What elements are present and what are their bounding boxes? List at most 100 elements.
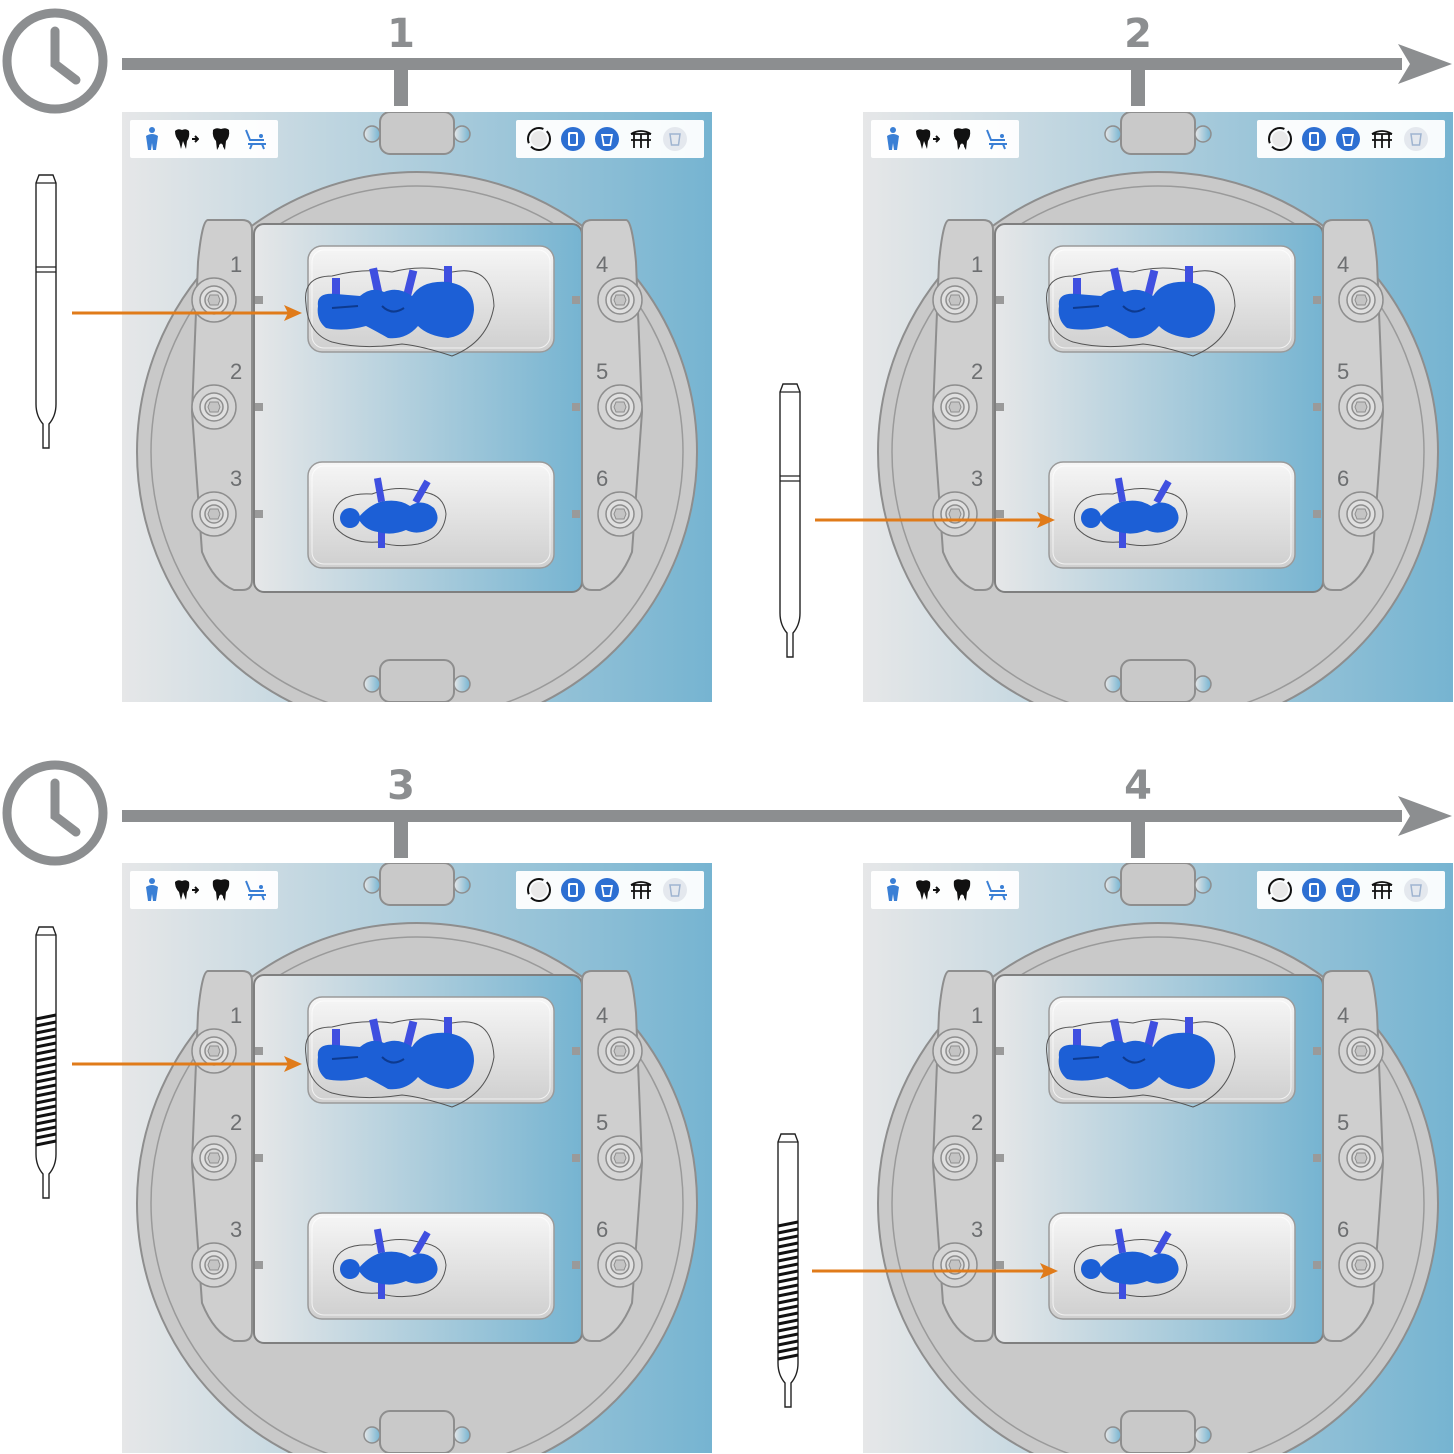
tooth-arrow-icon[interactable] [173, 126, 199, 152]
crown-blue-icon[interactable] [1301, 877, 1327, 903]
slot-label-right: 4 [596, 252, 609, 277]
slot-label-left: 1 [230, 1003, 243, 1028]
clamp-screw-right [597, 384, 643, 430]
ring-icon[interactable] [526, 877, 552, 903]
crown-faded-icon[interactable] [662, 877, 688, 903]
crown-outline-icon[interactable] [1335, 126, 1361, 152]
timeline-tick [394, 812, 408, 858]
timeline-row-2: 3 4 [0, 752, 1454, 892]
workpiece-block-bottom [307, 461, 555, 569]
slot-label-left: 3 [230, 1217, 243, 1242]
slot-label-left: 2 [230, 359, 243, 384]
slot-label-left: 1 [971, 252, 984, 277]
slot-label-right: 5 [1337, 359, 1350, 384]
clamp-screw-left [932, 277, 978, 323]
view-toolbar [130, 871, 278, 909]
crown-outline-icon[interactable] [1335, 877, 1361, 903]
tooth-arrow-icon[interactable] [173, 877, 199, 903]
workpiece-block-top [1046, 996, 1296, 1108]
timeline-tick [1131, 60, 1145, 106]
chair-icon[interactable] [242, 126, 268, 152]
ring-icon[interactable] [1267, 877, 1293, 903]
clamp-screw-left [191, 1242, 237, 1288]
crown-outline-icon[interactable] [594, 126, 620, 152]
view-toolbar [871, 871, 1019, 909]
slot-label-right: 4 [596, 1003, 609, 1028]
step-number: 3 [387, 763, 415, 809]
clamp-screw-left [932, 1028, 978, 1074]
crown-blue-icon[interactable] [560, 877, 586, 903]
clock-icon [2, 760, 108, 866]
chair-icon[interactable] [242, 877, 268, 903]
slot-label-right: 4 [1337, 252, 1350, 277]
clamp-screw-left [932, 1242, 978, 1288]
slot-label-left: 1 [230, 252, 243, 277]
bridge-icon[interactable] [1369, 126, 1395, 152]
tooth-root-icon[interactable] [950, 126, 973, 152]
crown-model [1081, 477, 1179, 548]
clamp-screw-right [597, 491, 643, 537]
person-icon[interactable] [140, 877, 163, 903]
chair-icon[interactable] [983, 126, 1009, 152]
timeline-arrowhead [1398, 44, 1452, 84]
tooth-root-icon[interactable] [950, 877, 973, 903]
person-icon[interactable] [881, 126, 904, 152]
threaded-milling-tool [35, 926, 57, 1199]
timeline-tick [1131, 812, 1145, 858]
clamp-screw-left [932, 1135, 978, 1181]
crown-faded-icon[interactable] [662, 126, 688, 152]
tooth-root-icon[interactable] [209, 877, 232, 903]
clamp-screw-right [597, 1028, 643, 1074]
crown-faded-icon[interactable] [1403, 126, 1429, 152]
crown-outline-icon[interactable] [594, 877, 620, 903]
workpiece-block-bottom [1048, 1212, 1296, 1320]
clamp-screw-left [932, 384, 978, 430]
ring-icon[interactable] [1267, 126, 1293, 152]
crown-blue-icon[interactable] [1301, 126, 1327, 152]
clamp-screw-left [932, 491, 978, 537]
object-toolbar [516, 871, 704, 909]
chair-icon[interactable] [983, 877, 1009, 903]
slot-label-right: 5 [596, 359, 609, 384]
clamp-screw-right [1338, 1028, 1384, 1074]
step-number: 1 [387, 11, 415, 57]
step-number: 2 [1124, 11, 1152, 57]
crown-model [340, 477, 438, 548]
milling-tool [779, 383, 801, 658]
slot-label-right: 5 [1337, 1110, 1350, 1135]
slot-label-left: 2 [230, 1110, 243, 1135]
crown-model [1081, 1228, 1179, 1299]
slot-label-right: 5 [596, 1110, 609, 1135]
panel-scene [863, 863, 1453, 1453]
bridge-icon[interactable] [1369, 877, 1395, 903]
slot-label-right: 6 [1337, 1217, 1350, 1242]
timeline-bar [122, 810, 1402, 822]
clamp-screw-right [1338, 1242, 1384, 1288]
person-icon[interactable] [140, 126, 163, 152]
clamp-screw-left [191, 384, 237, 430]
tooth-arrow-icon[interactable] [914, 126, 940, 152]
timeline-row-1: 1 2 [0, 0, 1454, 140]
bridge-icon[interactable] [628, 126, 654, 152]
workpiece-block-bottom [1048, 461, 1296, 569]
crown-faded-icon[interactable] [1403, 877, 1429, 903]
clamp-screw-right [1338, 1135, 1384, 1181]
ring-icon[interactable] [526, 126, 552, 152]
tooth-arrow-icon[interactable] [914, 877, 940, 903]
milling-tool [35, 174, 57, 449]
slot-label-left: 1 [971, 1003, 984, 1028]
clamp-screw-left [191, 1028, 237, 1074]
clamp-screw-right [597, 1242, 643, 1288]
object-toolbar [1257, 871, 1445, 909]
tooth-root-icon[interactable] [209, 126, 232, 152]
workpiece-block-top [305, 245, 555, 357]
person-icon[interactable] [881, 877, 904, 903]
crown-blue-icon[interactable] [560, 126, 586, 152]
clamp-screw-right [597, 277, 643, 323]
step-number: 4 [1124, 763, 1152, 809]
bridge-icon[interactable] [628, 877, 654, 903]
